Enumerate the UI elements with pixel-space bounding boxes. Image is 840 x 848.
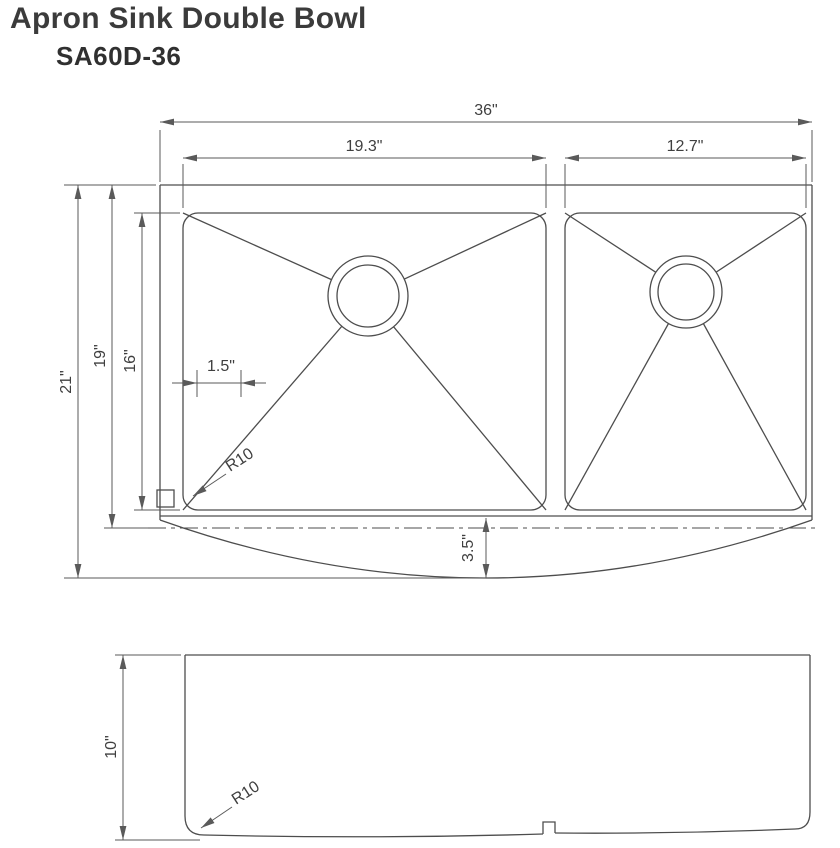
dim-apron-bow-depth: 3.5" [460,518,490,578]
dim-apron-height: 10" [103,654,200,841]
dim-bowl-depth: 16" [122,212,180,511]
drawing-title: Apron Sink Double Bowl [10,2,367,35]
divider-notch [542,821,556,834]
dim-corner-offset: 1.5" [172,358,266,397]
dim-left-bowl-width: 19.3" [182,138,547,208]
dim-left-bowl-width-label: 19.3" [346,138,383,155]
dim-right-bowl-width-label: 12.7" [667,138,704,155]
right-drain-outer [649,255,723,329]
dim-overall-width: 36" [159,102,813,182]
dim-bowl-depth-label: 16" [122,349,139,372]
corner-radius-top-label: R10 [223,445,257,475]
dim-overall-width-label: 36" [474,102,497,119]
front-view-outline [184,654,811,838]
dim-corner-offset-label: 1.5" [207,358,235,375]
dim-rim-depth-label: 19" [92,344,109,367]
dim-apron-bow-depth-label: 3.5" [460,534,477,562]
drawing-header: Apron Sink Double Bowl SA60D-36 [10,2,367,72]
sink-outline [159,184,813,579]
front-bottom-right-radius [794,811,811,830]
left-drain-outer [327,255,409,337]
corner-radius-front-label: R10 [229,778,263,808]
front-bottom-edge-right [554,828,796,834]
left-drain-inner [336,264,400,328]
dim-right-bowl-width: 12.7" [564,138,807,208]
model-number: SA60D-36 [56,41,182,71]
dim-rim-depth: 19" [92,185,148,529]
front-bottom-edge-left [203,833,544,838]
top-view: 36" 19.3" 12.7" 21" [58,102,820,579]
right-bowl-outline [564,212,807,511]
right-bowl [564,212,807,511]
right-drain-inner [657,263,715,321]
dim-apron-height-label: 10" [103,735,120,758]
dim-overall-depth-label: 21" [58,370,75,393]
left-bowl-outline [182,212,547,511]
callout-corner-radius-front: R10 [200,778,263,829]
callout-corner-radius-top: R10 [192,445,257,497]
front-view: 10" R10 [103,654,811,841]
corner-detail [156,489,175,508]
front-bottom-left-radius [184,815,205,836]
left-bowl [182,212,547,511]
dim-overall-depth: 21" [58,184,486,579]
